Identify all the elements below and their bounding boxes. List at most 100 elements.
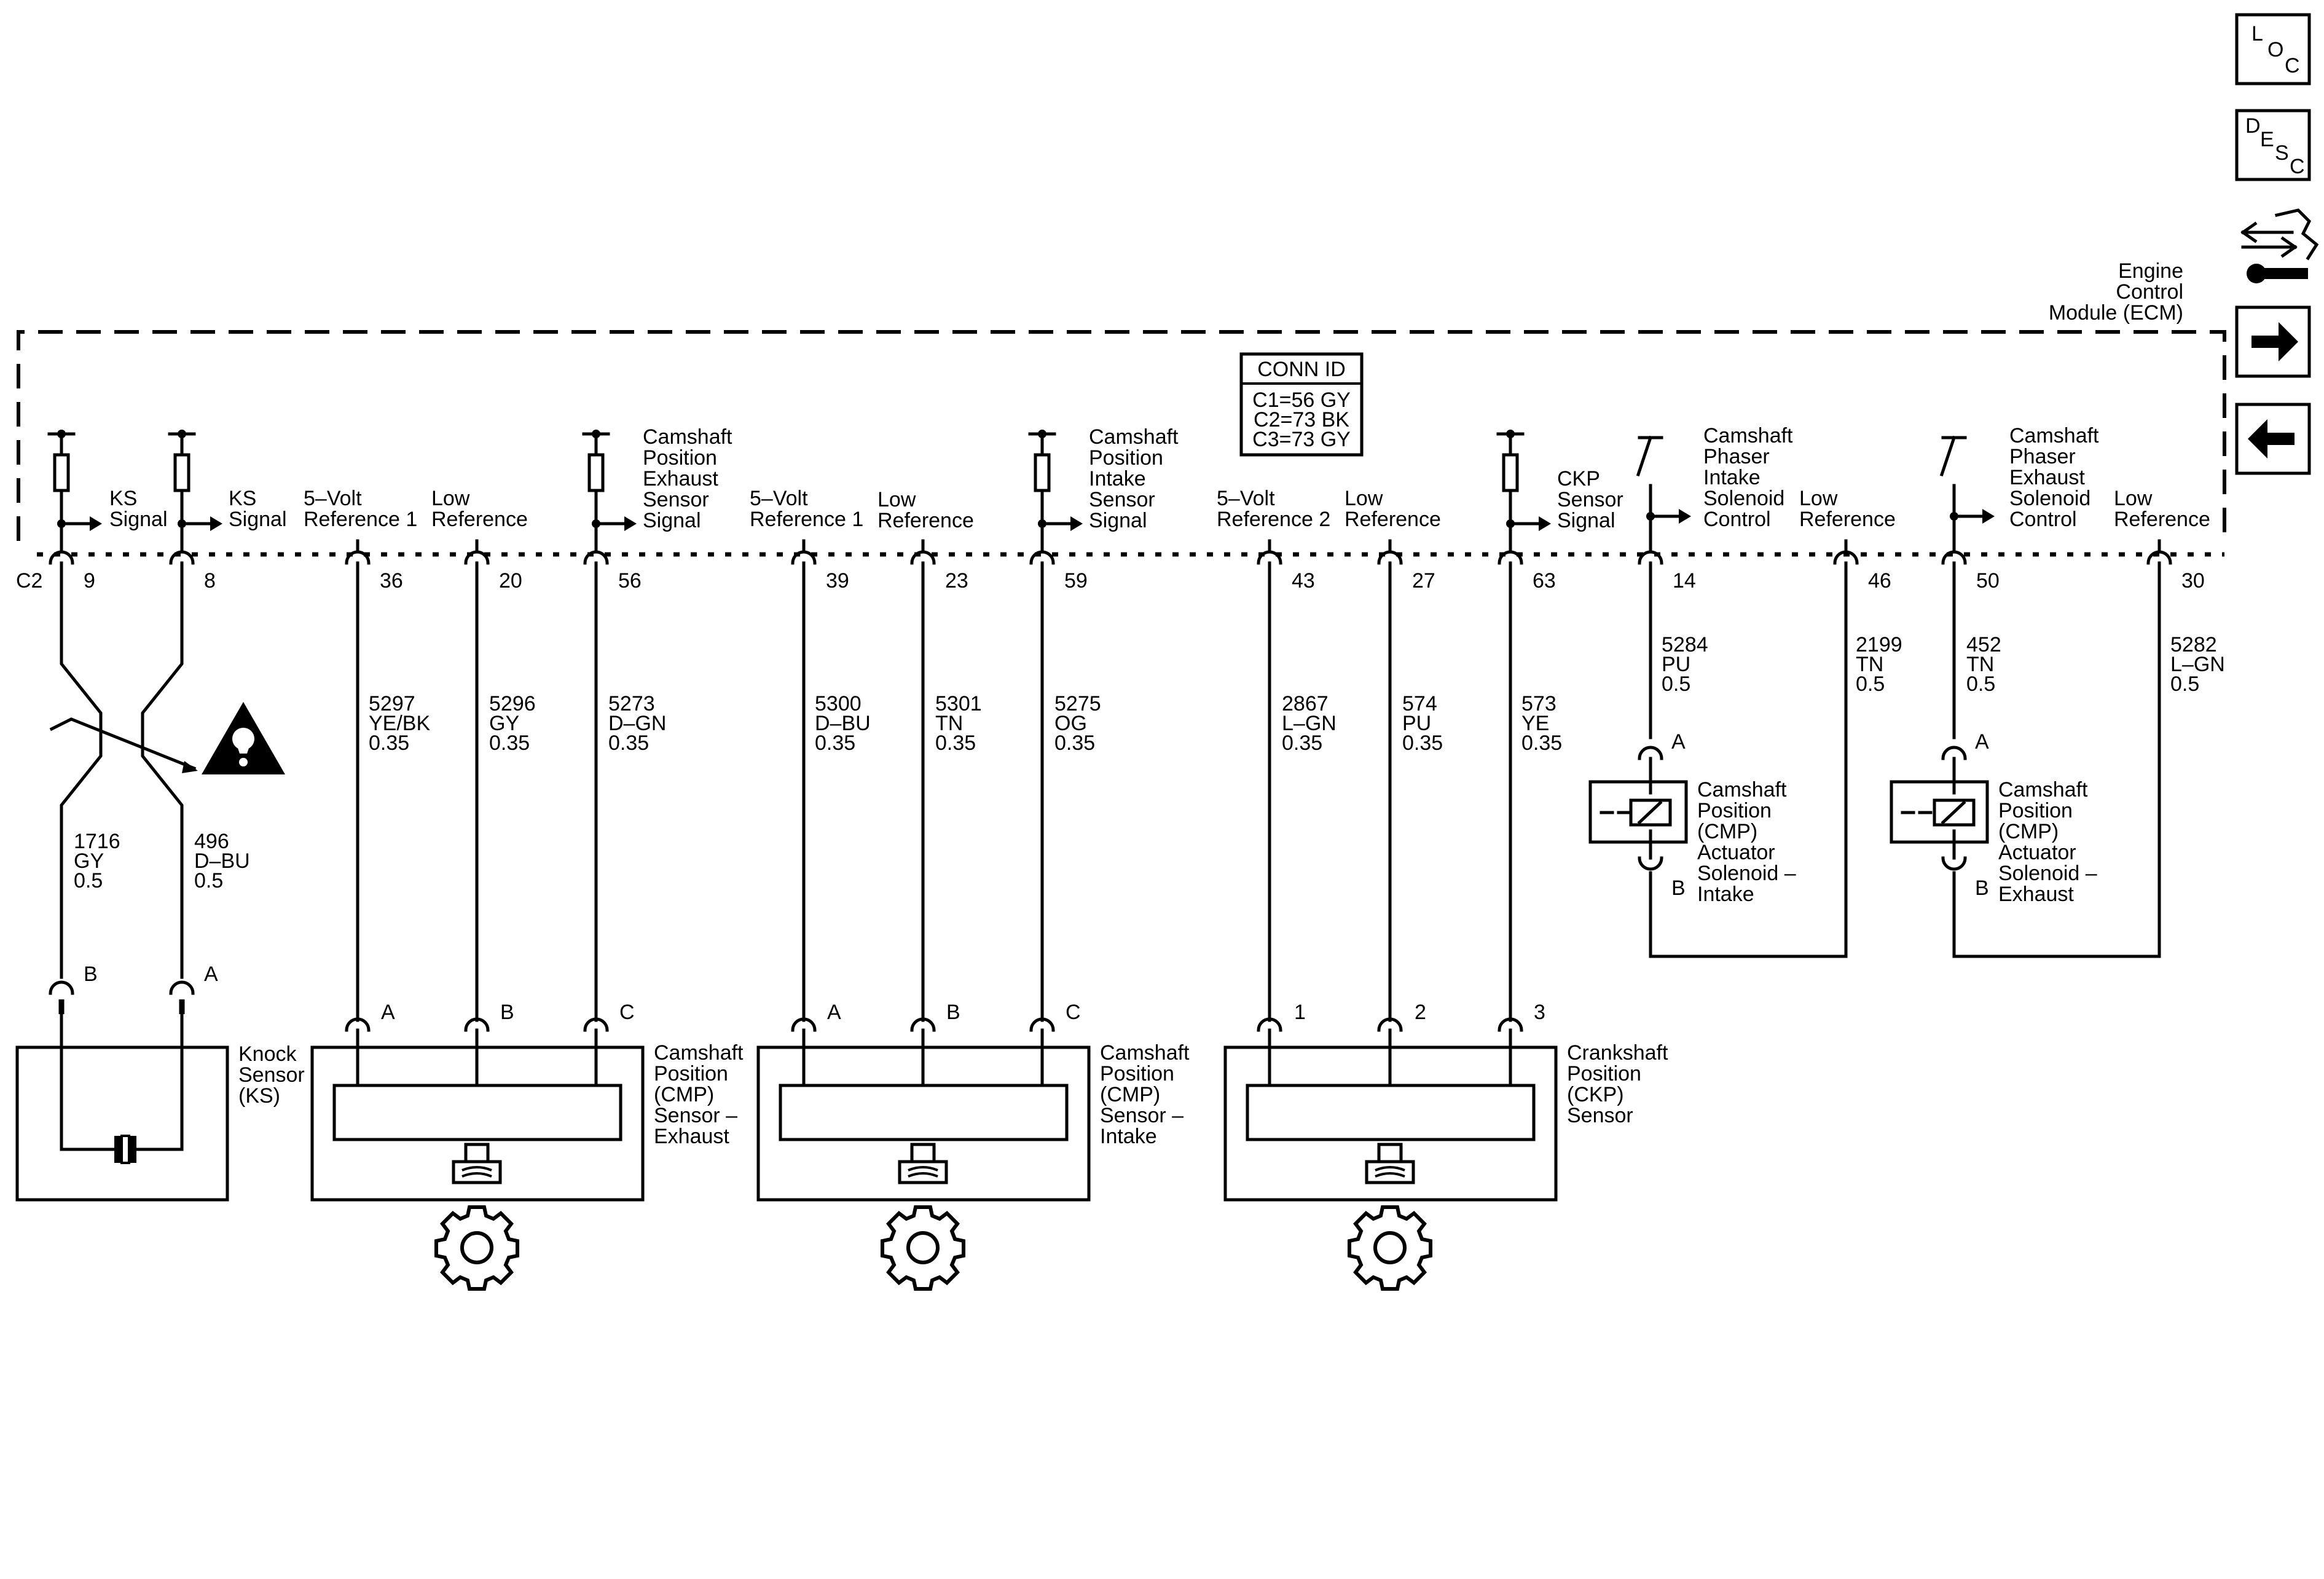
svg-text:Low: Low [1345,487,1383,510]
svg-text:TN: TN [1966,653,1994,676]
svg-text:(CMP): (CMP) [654,1083,714,1106]
terminal-36: 36 [345,539,403,593]
loc-button[interactable]: L O C [2235,13,2311,85]
ecm-name-line-3: Module (ECM) [2049,301,2183,325]
svg-text:5296: 5296 [489,692,536,715]
svg-text:Control: Control [1703,508,1771,531]
svg-text:0.5: 0.5 [1662,672,1690,696]
svg-text:Signal: Signal [109,508,168,531]
ecm-internal-intake-solenoid-switch [1636,435,1691,543]
wire-label-5301: 5301 TN 0.35 [935,692,982,755]
previous-page-button[interactable] [2235,403,2311,475]
svg-text:B: B [1975,876,1989,900]
svg-text:YE: YE [1521,712,1549,735]
ecm-name-line-2: Control [2116,280,2183,304]
terminal-8: 8 [169,539,216,593]
terminal-56: 56 [583,539,642,593]
svg-text:OG: OG [1054,712,1087,735]
svg-text:27: 27 [1412,569,1435,593]
terminal-label-43: 5–Volt Reference 2 [1217,487,1330,531]
terminal-label-20: Low Reference [431,487,528,531]
svg-text:Reference: Reference [877,509,974,532]
svg-text:(CMP): (CMP) [1998,820,2059,843]
svg-text:574: 574 [1402,692,1437,715]
ks-twisted-pair [49,561,198,979]
next-arrow-icon [2251,322,2298,361]
svg-text:0.5: 0.5 [194,869,223,892]
cmp-sensor-intake: A B C Camshaft Position (CMP) Sensor – I… [756,1001,1190,1202]
terminal-label-8: KS Signal [229,487,287,531]
schematic-tool-icon[interactable] [2240,208,2319,283]
svg-text:Intake: Intake [1100,1125,1157,1148]
svg-text:C: C [619,1001,635,1024]
svg-text:Camshaft: Camshaft [1697,778,1787,801]
wire-label-1716: 1716 GY 0.5 [74,830,120,892]
wire-label-574: 574 PU 0.35 [1402,692,1443,755]
wire-label-573: 573 YE 0.35 [1521,692,1562,755]
svg-text:YE/BK: YE/BK [369,712,430,735]
svg-text:KS: KS [109,487,137,510]
svg-text:Sensor: Sensor [1567,1104,1633,1127]
wire-label-5284: 5284 PU 0.5 [1662,633,1708,696]
desc-icon: D E S C [2245,114,2305,178]
loc-letter-2: O [2267,38,2283,61]
terminal-63: 63 [1498,539,1556,593]
terminal-label-9: KS Signal [109,487,168,531]
svg-text:0.35: 0.35 [1521,731,1562,755]
ks-pin-a: A [204,963,218,986]
svg-text:452: 452 [1966,633,2001,656]
loc-icon: L O C [2251,22,2300,77]
svg-text:496: 496 [194,830,229,853]
terminal-label-59: Camshaft Position Intake Sensor Signal [1089,425,1179,532]
svg-text:Phaser: Phaser [1703,445,1770,468]
cmp-solenoid-intake: A B Camshaft Position (CMP) Actuator Sol… [1588,730,1796,906]
svg-text:D–BU: D–BU [194,849,250,873]
wire-label-5297: 5297 YE/BK 0.35 [369,692,430,755]
svg-text:Exhaust: Exhaust [643,467,718,490]
svg-text:TN: TN [935,712,963,735]
svg-text:D–GN: D–GN [608,712,666,735]
svg-text:Camshaft: Camshaft [1089,425,1179,449]
svg-text:Signal: Signal [1557,509,1615,532]
svg-text:Solenoid –: Solenoid – [1998,862,2097,885]
terminal-39: 39 [791,539,849,593]
svg-text:2867: 2867 [1282,692,1329,715]
conn-id-title: CONN ID [1257,358,1346,381]
svg-text:Position: Position [654,1062,728,1085]
svg-text:A: A [827,1001,841,1024]
conn-id-box: CONN ID C1=56 GY C2=73 BK C3=73 GY [1239,352,1364,457]
svg-text:Position: Position [1100,1062,1174,1085]
ecm-name-line-1: Engine [2118,259,2183,283]
ecm-internal-ks-signal-2 [168,430,222,543]
next-page-button[interactable] [2235,305,2311,378]
svg-text:Crankshaft: Crankshaft [1567,1041,1668,1065]
svg-text:B: B [946,1001,960,1024]
ecm-name: Engine Control Module (ECM) [2049,259,2183,325]
terminal-label-36: 5–Volt Reference 1 [304,487,417,531]
connector-name: C2 [16,569,42,593]
svg-text:A: A [381,1001,395,1024]
svg-text:Camshaft: Camshaft [2009,424,2099,447]
svg-text:39: 39 [826,569,849,593]
svg-text:PU: PU [1662,653,1690,676]
svg-text:Signal: Signal [1089,509,1147,532]
desc-letter-3: S [2275,141,2289,165]
terminal-20: 20 [464,539,522,593]
svg-text:Exhaust: Exhaust [654,1125,729,1148]
terminal-30: 30 [2146,539,2205,593]
terminal-label-23: Low Reference [877,488,974,532]
svg-text:0.35: 0.35 [1282,731,1322,755]
wire-label-5273: 5273 D–GN 0.35 [608,692,666,755]
svg-text:A: A [1975,730,1989,754]
terminal-23: 23 [910,539,968,593]
svg-text:2199: 2199 [1856,633,1902,656]
svg-text:Exhaust: Exhaust [2009,466,2085,489]
svg-text:5275: 5275 [1054,692,1101,715]
svg-text:GY: GY [489,712,519,735]
svg-text:C: C [1066,1001,1081,1024]
svg-text:5284: 5284 [1662,633,1708,656]
svg-text:5273: 5273 [608,692,655,715]
svg-text:Sensor: Sensor [1557,488,1623,511]
desc-button[interactable]: D E S C [2235,109,2311,181]
